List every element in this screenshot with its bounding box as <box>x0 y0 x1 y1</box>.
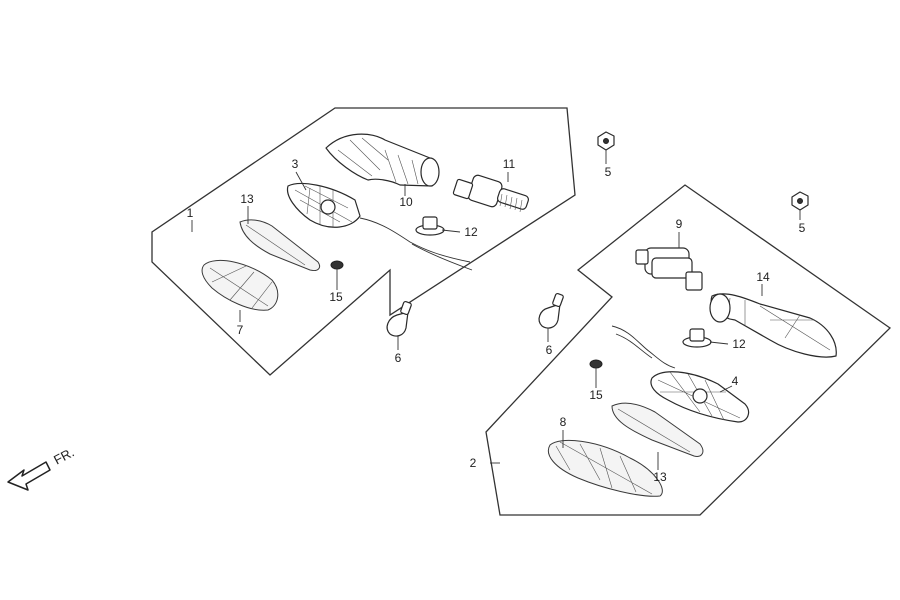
callout-12-right: 12 <box>732 337 746 351</box>
part-8-lens <box>548 439 663 497</box>
part-12-nut-left <box>415 216 445 236</box>
callout-3: 3 <box>292 157 299 171</box>
part-7-lens <box>201 259 279 311</box>
assembly-1-frame <box>151 107 576 376</box>
callout-1: 1 <box>187 206 194 220</box>
callout-11: 11 <box>503 157 516 171</box>
callout-15-left: 15 <box>329 290 343 304</box>
callout-12-left: 12 <box>464 225 478 239</box>
part-6-bulb-right <box>538 292 564 329</box>
part-3-reflector <box>286 183 473 271</box>
part-4-reflector <box>650 371 750 423</box>
part-13-gasket-left <box>239 219 321 271</box>
part-14-housing <box>709 293 837 358</box>
callout-13-left: 13 <box>240 192 254 206</box>
part-12-nut-right <box>682 328 712 348</box>
part-9-socket <box>635 247 703 291</box>
part-6-bulb-left <box>386 300 412 337</box>
callout-8: 8 <box>560 415 567 429</box>
callout-10: 10 <box>399 195 413 209</box>
callout-6-right: 6 <box>546 343 553 357</box>
callout-4: 4 <box>732 374 739 388</box>
callout-5-top: 5 <box>605 165 612 179</box>
callout-13-right: 13 <box>653 470 667 484</box>
callout-9: 9 <box>676 217 683 231</box>
part-5-nut-right <box>791 191 809 211</box>
assembly-2-frame <box>485 184 892 516</box>
callout-2: 2 <box>470 456 477 470</box>
front-direction-arrow-icon <box>7 461 51 491</box>
part-10-housing <box>325 133 440 187</box>
part-15-screw-left <box>330 260 344 282</box>
part-11-socket <box>452 174 529 213</box>
part-13-gasket-right <box>611 402 704 457</box>
callout-6-left: 6 <box>395 351 402 365</box>
part-4-wire <box>611 325 676 369</box>
callout-5-right: 5 <box>799 221 806 235</box>
part-15-screw-right <box>589 359 603 380</box>
callout-14: 14 <box>756 270 770 284</box>
callout-15-right: 15 <box>589 388 603 402</box>
part-5-nut-top <box>597 131 615 151</box>
callout-7: 7 <box>237 323 244 337</box>
front-direction-label: FR. <box>51 444 77 467</box>
